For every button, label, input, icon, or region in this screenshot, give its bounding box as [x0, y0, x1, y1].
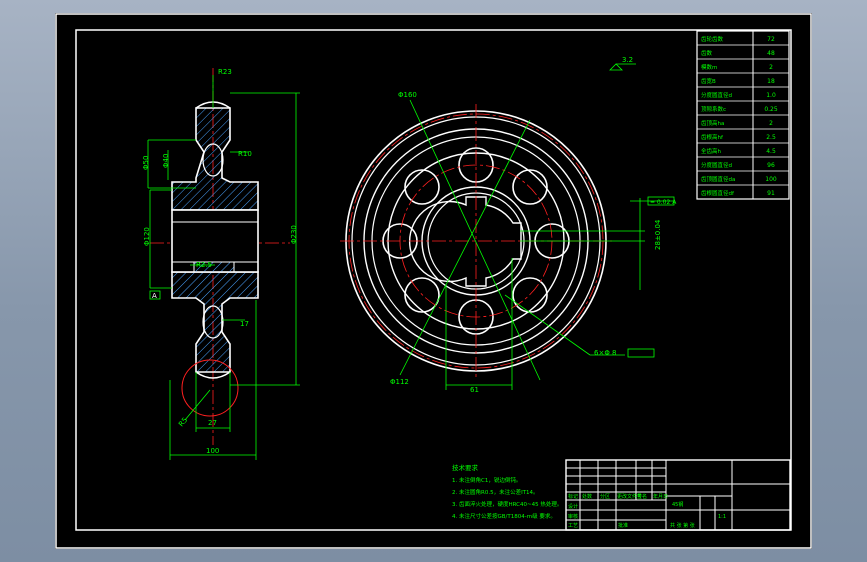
notes-title: 技术要求: [452, 463, 479, 472]
param-label: 齿数: [701, 49, 713, 57]
tb-material: 45钢: [672, 501, 683, 508]
dim-phi230: Φ230: [290, 225, 298, 244]
tb-row-1: 审核: [568, 513, 578, 520]
param-label: 齿顶高ha: [701, 119, 724, 127]
dim-phi120: Φ120: [143, 227, 151, 246]
param-value: 4.5: [766, 148, 776, 155]
dim-phi50: Φ50: [142, 156, 150, 170]
dim-17: 17: [240, 320, 249, 328]
sheet-outer-border: [55, 13, 812, 549]
dim-r23: R23: [218, 68, 232, 76]
param-value: 1.0: [766, 92, 776, 99]
datum-a: A: [152, 292, 157, 300]
param-label: 模数m: [701, 63, 717, 71]
dim-phi40: Φ40: [162, 154, 170, 168]
dim-tolerance: = 0.02 A: [650, 199, 677, 206]
tb-label-0: 标记: [568, 493, 578, 500]
param-label: 分度圆直径d: [701, 91, 732, 99]
param-label: 齿顶圆直径da: [701, 175, 735, 183]
dim-100: 100: [206, 447, 219, 455]
param-value: 72: [767, 36, 775, 43]
param-value: 91: [767, 190, 775, 197]
notes-line-4: 4. 未注尺寸公差按GB/T1804-m级 要求。: [452, 512, 556, 520]
dim-outer-dia: Φ160: [398, 91, 417, 99]
tb-label-2: 分区: [600, 493, 610, 500]
param-value: 48: [767, 50, 775, 57]
param-value: 100: [765, 176, 777, 183]
param-label: 齿宽B: [701, 77, 716, 85]
tb-label-5: 年月日: [653, 493, 668, 500]
technical-notes: 技术要求 1. 未注倒角C1，锐边倒钝。 2. 未注圆角R0.5，未注公差IT1…: [452, 463, 562, 520]
notes-line-2: 2. 未注圆角R0.5，未注公差IT14。: [452, 488, 539, 496]
dim-holes: 6×Φ 8: [594, 349, 617, 357]
param-value: 96: [767, 162, 775, 169]
front-view-labels: Φ160 Φ112 61 6×Φ 8 28±0.04 = 0.02 A 3.2: [390, 56, 677, 394]
title-block-labels: 标记 处数 分区 更改文件号 签名 年月日 设计 审核 工艺 批准 45钢 1:…: [568, 493, 726, 529]
front-view-dimensions: [399, 63, 675, 390]
dim-keyway: 61: [470, 386, 479, 394]
tb-row-3: 批准: [618, 522, 628, 529]
tb-label-3: 更改文件号: [617, 493, 642, 500]
sheet-inner-border: [75, 29, 792, 531]
param-value: 2.5: [766, 134, 776, 141]
param-label: 全齿高h: [701, 147, 722, 155]
gear-parameter-table: 齿轮齿数 72 齿数 48 模数m 2 齿宽B 18 分度圆直径d 1.0 顶隙系数c 0.25 齿顶高…: [696, 30, 790, 200]
param-value: 2: [769, 120, 773, 127]
param-label: 齿根高hf: [701, 133, 724, 141]
dim-key-depth: 28±0.04: [654, 219, 662, 250]
notes-line-3: 3. 齿面淬火处理，硬度HRC40~45 热处理。: [452, 500, 562, 508]
tb-row-0: 设计: [568, 503, 578, 510]
param-label: 顶隙系数c: [701, 105, 726, 113]
param-label: 齿轮齿数: [701, 35, 724, 43]
notes-line-1: 1. 未注倒角C1，锐边倒钝。: [452, 476, 521, 484]
param-value: 0.25: [764, 106, 778, 113]
param-value: 2: [769, 64, 773, 71]
left-section-view: [150, 68, 290, 445]
tb-row-2: 工艺: [568, 523, 578, 529]
tb-scale: 1:1: [718, 514, 726, 520]
param-label: 分度圆直径d: [701, 161, 732, 169]
dim-27: 27: [208, 419, 217, 427]
dim-r10: R10: [238, 150, 252, 158]
tb-label-1: 处数: [582, 493, 592, 500]
param-value: 18: [767, 78, 775, 85]
left-view-labels: R23 Φ50 Φ40 Φ120 Φ230 R10 R2.5 17 27 R5 …: [142, 68, 298, 455]
dim-hole-dia: Φ112: [390, 378, 409, 386]
param-label: 齿根圆直径df: [701, 189, 735, 197]
drawing-sheet: [55, 13, 812, 549]
left-view-dimensions: [147, 75, 300, 460]
surface-roughness: 3.2: [622, 56, 633, 64]
title-block: [565, 459, 791, 531]
dim-r25: R2.5: [196, 261, 212, 269]
tb-label-4: 签名: [637, 493, 647, 500]
tb-sheet: 共 张 第 张: [670, 522, 695, 529]
